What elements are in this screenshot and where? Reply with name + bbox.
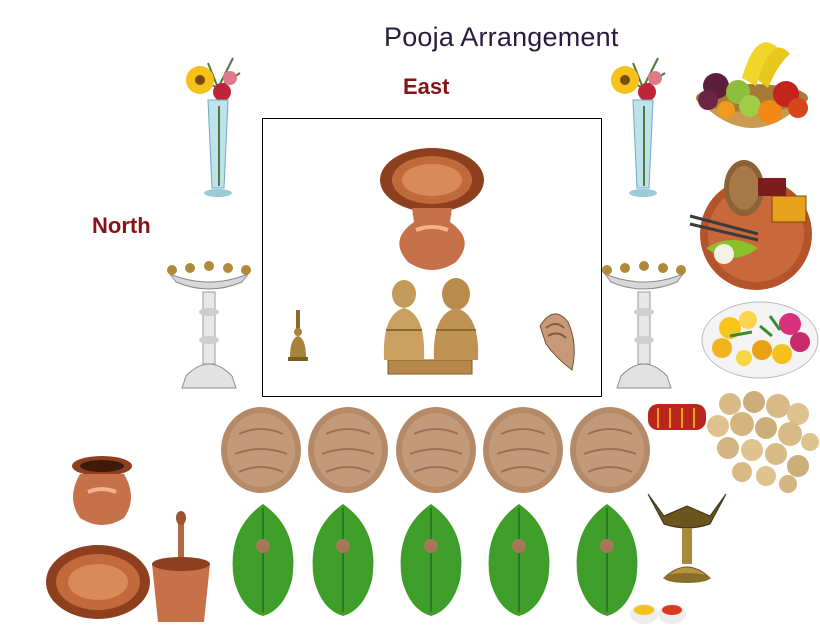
fruit-plate (686, 28, 818, 150)
betel-leaf-2 (308, 500, 378, 618)
betel-leaf-1 (228, 500, 298, 618)
copper-tumbler-with-spoon (148, 512, 214, 624)
bell (286, 310, 310, 366)
red-cloth (646, 400, 708, 434)
flower-vase-right (603, 48, 683, 203)
brass-lamp-left (166, 256, 252, 398)
kumkum-turmeric-bowls (628, 598, 690, 626)
areca-nuts (702, 386, 818, 494)
flower-plate (700, 296, 820, 382)
flower-vase-left (178, 48, 258, 203)
deity-idols (374, 274, 486, 376)
kalash (378, 144, 486, 274)
coconut-4 (481, 404, 565, 496)
brass-lamp-right (601, 256, 687, 398)
direction-north-label: North (92, 213, 151, 239)
oil-lamp (644, 486, 730, 586)
copper-plate (44, 542, 152, 622)
coconut-5 (568, 404, 652, 496)
page-title: Pooja Arrangement (384, 22, 619, 53)
betel-leaf-4 (484, 500, 554, 618)
coconut-3 (394, 404, 478, 496)
coconut-1 (219, 404, 303, 496)
direction-east-label: East (403, 74, 449, 100)
betel-leaf-3 (396, 500, 466, 618)
conch-shell (534, 304, 580, 374)
copper-pot (66, 452, 138, 530)
coconut-2 (306, 404, 390, 496)
coconut-offering-plate (688, 152, 820, 292)
